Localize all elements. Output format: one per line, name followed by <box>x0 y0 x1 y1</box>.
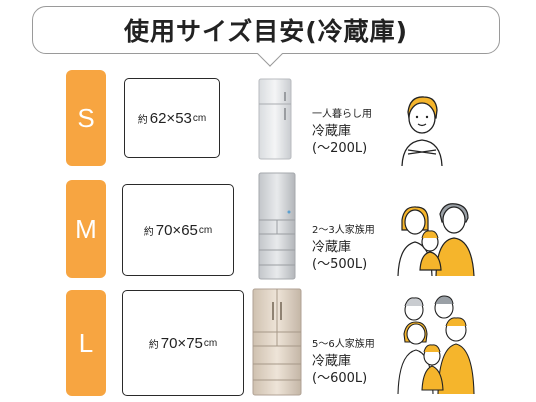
dimension-unit: cm <box>192 112 207 124</box>
large-family-icon <box>397 295 475 394</box>
french-door-fridge-icon <box>252 288 302 396</box>
household-label: 2～3人家族用 <box>312 225 375 236</box>
description-l: 5～6人家族用 冷蔵庫 (～600L) <box>312 336 375 387</box>
size-tab-m: M <box>66 180 106 278</box>
category-label: 冷蔵庫 <box>312 240 352 255</box>
dimension-prefix: 約 <box>137 114 148 126</box>
single-person-icon <box>401 96 443 166</box>
description-m: 2～3人家族用 冷蔵庫 (～500L) <box>312 222 375 273</box>
category-label: 冷蔵庫 <box>312 124 352 139</box>
household-label: 一人暮らし用 <box>312 109 372 120</box>
dimension-prefix: 約 <box>148 339 159 351</box>
description-s: 一人暮らし用 冷蔵庫 (～200L) <box>312 106 372 157</box>
size-tab-s: S <box>66 70 106 166</box>
dimension-prefix: 約 <box>143 226 154 238</box>
dimension-value: 70×65 <box>155 221 198 239</box>
multi-door-fridge-icon <box>258 172 296 280</box>
capacity-label: (～200L) <box>312 141 368 156</box>
two-door-fridge-icon <box>258 78 292 160</box>
dimension-unit: cm <box>203 337 218 349</box>
small-family-icon <box>397 203 475 276</box>
category-label: 冷蔵庫 <box>312 354 352 369</box>
capacity-label: (～500L) <box>312 257 368 272</box>
dimension-value: 62×53 <box>149 109 192 127</box>
household-label: 5～6人家族用 <box>312 339 375 350</box>
capacity-label: (～600L) <box>312 371 368 386</box>
title-bubble: 使用サイズ目安(冷蔵庫) <box>32 6 500 67</box>
page-title: 使用サイズ目安(冷蔵庫) <box>123 17 409 46</box>
dimension-value: 70×75 <box>160 334 203 352</box>
dimension-unit: cm <box>198 224 213 236</box>
size-tab-l: L <box>66 290 106 396</box>
